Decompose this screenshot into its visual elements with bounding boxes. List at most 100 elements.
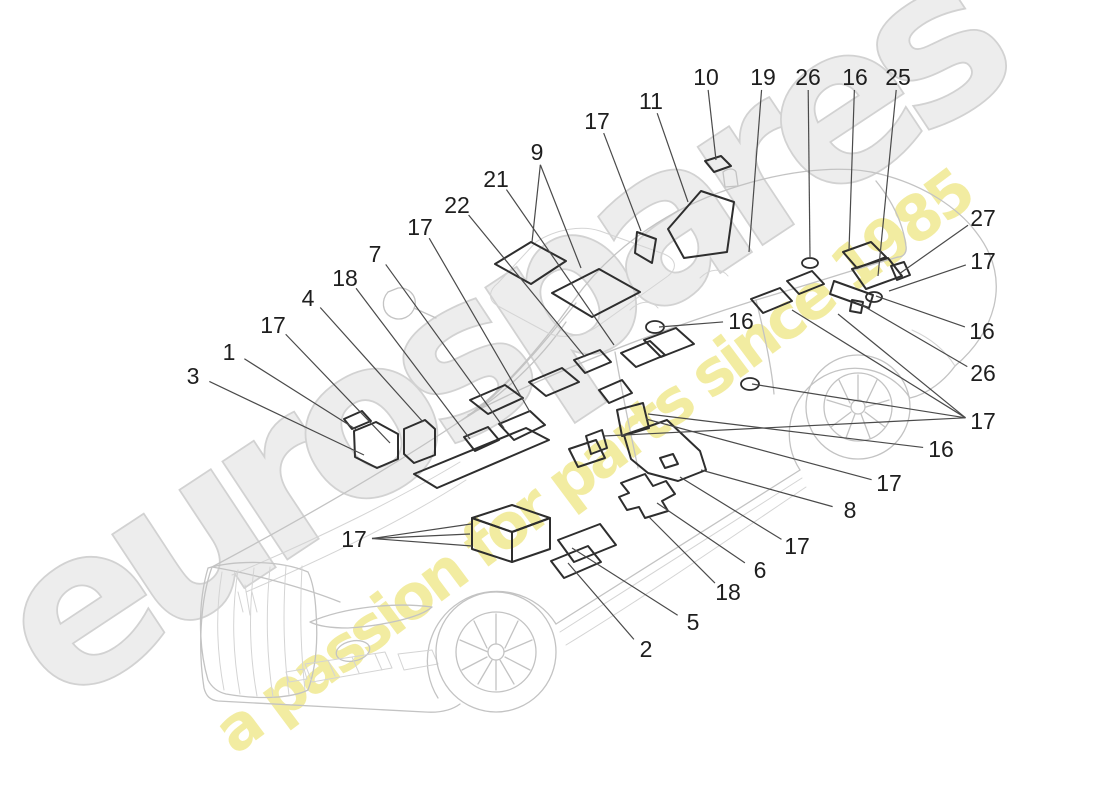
insulation-panel	[498, 410, 546, 441]
insulation-panel	[667, 190, 735, 259]
insulation-panel	[528, 367, 580, 397]
leader-line	[571, 547, 678, 616]
callout-label-3: 3	[187, 363, 200, 389]
callout-label-19: 19	[750, 64, 776, 90]
insulation-panel	[573, 349, 612, 374]
leader-line	[468, 214, 586, 358]
rear-wheel	[805, 354, 911, 460]
callout-label-22: 22	[444, 192, 470, 218]
callout-label-17: 17	[970, 408, 996, 434]
callout-label-10: 10	[693, 64, 719, 90]
trident-badge	[237, 584, 258, 616]
leader-line	[319, 307, 424, 423]
leader-line	[648, 516, 716, 584]
leader-line	[656, 113, 689, 203]
callout-label-16: 16	[728, 308, 754, 334]
leader-line	[837, 313, 966, 419]
leader-line	[371, 523, 472, 540]
insulation-panel	[616, 402, 650, 437]
leader-line	[209, 380, 365, 456]
grille	[199, 561, 318, 699]
callout-label-26: 26	[970, 360, 996, 386]
insulation-panel	[469, 384, 524, 415]
insulation-panel	[849, 299, 864, 314]
insulation-panel	[659, 453, 679, 469]
insulation-panel	[643, 327, 695, 358]
callout-label-25: 25	[885, 64, 911, 90]
callout-label-17: 17	[341, 526, 367, 552]
callout-label-8: 8	[844, 497, 857, 523]
leader-line	[898, 224, 969, 275]
callout-label-5: 5	[687, 609, 700, 635]
car-line-art	[199, 168, 997, 713]
leader-line	[505, 189, 615, 346]
callout-label-17: 17	[260, 312, 286, 338]
callout-label-18: 18	[715, 579, 741, 605]
car-silhouette	[211, 168, 997, 568]
insulation-panel	[551, 268, 641, 318]
leader-line	[656, 502, 746, 564]
leader-line	[791, 309, 966, 419]
leader-line	[603, 132, 642, 232]
insulation-panel	[568, 439, 606, 468]
grommet	[740, 377, 760, 391]
callout-label-2: 2	[640, 636, 653, 662]
insulation-panel	[620, 340, 666, 368]
leader-line	[428, 237, 531, 413]
callout-label-17: 17	[584, 108, 610, 134]
leader-line	[371, 533, 471, 540]
leader-line	[877, 89, 897, 277]
callout-label-16: 16	[969, 318, 995, 344]
leader-line	[647, 413, 924, 449]
leader-line	[371, 537, 473, 547]
insulation-panel	[585, 429, 608, 455]
leader-line	[751, 383, 966, 419]
leader-line	[859, 303, 968, 368]
callout-label-6: 6	[754, 557, 767, 583]
leader-line	[888, 264, 967, 292]
callout-label-27: 27	[970, 205, 996, 231]
insulation-panel	[623, 419, 707, 482]
leader-line	[707, 89, 717, 161]
leader-line	[645, 418, 872, 481]
headlight	[309, 604, 433, 629]
grommet	[801, 257, 819, 269]
watermark-brand-text: eurospares	[0, 0, 1056, 753]
leader-line	[748, 89, 763, 253]
callout-label-9: 9	[531, 139, 544, 165]
callout-label-11: 11	[639, 88, 663, 114]
callout-label-16: 16	[842, 64, 868, 90]
insulation-panel	[890, 261, 911, 281]
leader-line	[355, 287, 471, 440]
leader-line	[807, 89, 811, 258]
leader-line	[385, 264, 505, 429]
callout-label-17: 17	[407, 214, 433, 240]
front-wheel	[435, 591, 557, 713]
insulation-panel	[403, 419, 436, 464]
callout-label-21: 21	[483, 166, 509, 192]
insulation-panel	[829, 280, 874, 309]
leader-line	[567, 562, 635, 640]
callout-label-17: 17	[970, 248, 996, 274]
callout-label-1: 1	[223, 339, 236, 365]
leader-line	[603, 417, 966, 437]
insulation-panel	[634, 231, 657, 264]
insulation-panel	[463, 426, 500, 452]
leader-line	[875, 295, 966, 328]
callout-label-7: 7	[369, 241, 382, 267]
callout-label-18: 18	[332, 265, 358, 291]
leader-lines	[209, 89, 969, 640]
insulation-panel	[851, 257, 903, 290]
insulation-panel	[842, 241, 887, 269]
insulation-panel	[413, 427, 550, 489]
insulation-panel	[511, 517, 551, 563]
insulation-panel	[598, 379, 633, 404]
callout-label-4: 4	[302, 285, 315, 311]
grommet	[865, 291, 883, 303]
leader-line	[700, 469, 833, 508]
insulation-panel	[618, 473, 676, 519]
callout-label-16: 16	[928, 436, 954, 462]
